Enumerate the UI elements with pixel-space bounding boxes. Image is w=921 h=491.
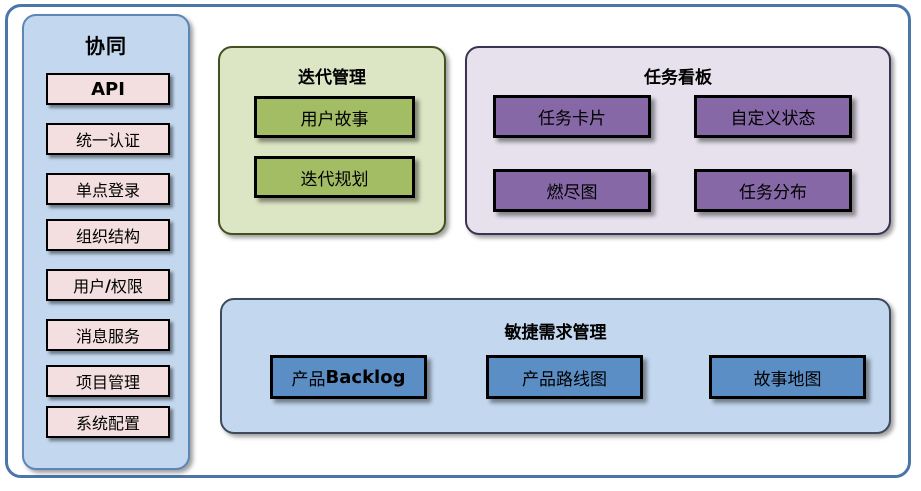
iteration-item-iteration-planning[interactable]: 迭代规划 — [254, 156, 415, 198]
panel-iteration-management[interactable]: 迭代管理 用户故事 迭代规划 — [218, 46, 446, 235]
agile-item-product-backlog-cjk: 产品 — [291, 369, 326, 390]
agile-item-story-map[interactable]: 故事地图 — [709, 355, 866, 399]
sidebar-item-user-permission-slash: / — [105, 275, 111, 295]
agile-item-product-roadmap[interactable]: 产品路线图 — [486, 355, 643, 399]
sidebar-item-project-mgmt[interactable]: 项目管理 — [46, 365, 170, 397]
sidebar-item-user-permission-post: 权限 — [110, 277, 143, 296]
panel-task-board-title: 任务看板 — [644, 68, 712, 88]
sidebar-item-user-permission-pre: 用户 — [73, 277, 106, 296]
sidebar-item-unified-auth[interactable]: 统一认证 — [46, 123, 170, 155]
sidebar-item-sso[interactable]: 单点登录 — [46, 173, 170, 205]
panel-agile-requirement-management-title: 敏捷需求管理 — [504, 323, 607, 343]
panel-iteration-management-title: 迭代管理 — [298, 68, 366, 88]
taskboard-item-task-distribution[interactable]: 任务分布 — [694, 169, 852, 212]
iteration-item-user-story[interactable]: 用户故事 — [254, 96, 415, 138]
sidebar-item-message-service[interactable]: 消息服务 — [46, 319, 170, 351]
sidebar-item-org-structure[interactable]: 组织结构 — [46, 219, 170, 251]
panel-collaboration[interactable]: 协同 API 统一认证 单点登录 组织结构 用户/权限 消息服务 项目管理 系统… — [22, 14, 190, 470]
panel-task-board[interactable]: 任务看板 任务卡片 自定义状态 燃尽图 任务分布 — [465, 46, 891, 235]
agile-item-product-backlog-latin: Backlog — [325, 366, 406, 388]
sidebar-item-system-config[interactable]: 系统配置 — [46, 406, 170, 438]
sidebar-item-user-permission[interactable]: 用户/权限 — [46, 269, 170, 301]
sidebar-item-api[interactable]: API — [46, 73, 170, 105]
panel-collaboration-title: 协同 — [85, 34, 127, 58]
taskboard-item-task-card[interactable]: 任务卡片 — [493, 95, 651, 138]
taskboard-item-custom-status[interactable]: 自定义状态 — [694, 95, 852, 138]
taskboard-item-burndown-chart[interactable]: 燃尽图 — [493, 169, 651, 212]
